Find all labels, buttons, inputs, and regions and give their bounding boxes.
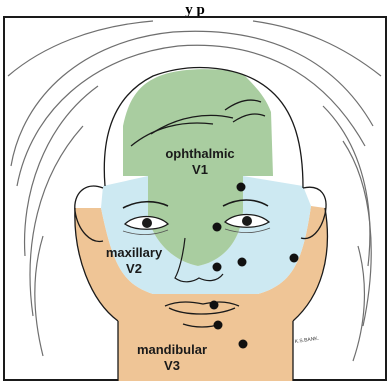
face-diagram: ophthalmic V1 maxillary V2 mandibular V3… (3, 16, 387, 381)
label-ophthalmic: ophthalmic (165, 146, 234, 161)
dot-supraorbital (237, 183, 246, 192)
dot-zygomatic (290, 254, 299, 263)
label-v1: V1 (192, 162, 208, 177)
label-mandibular: mandibular (137, 342, 207, 357)
label-v2: V2 (126, 261, 142, 276)
dot-infratrochlear (213, 223, 222, 232)
label-v3: V3 (164, 358, 180, 373)
dot-upper-lip (210, 301, 219, 310)
dot-infraorbital-2 (238, 258, 247, 267)
dot-infraorbital-1 (213, 263, 222, 272)
dot-mental (214, 321, 223, 330)
dot-mandibular (239, 340, 248, 349)
label-maxillary: maxillary (106, 245, 163, 260)
